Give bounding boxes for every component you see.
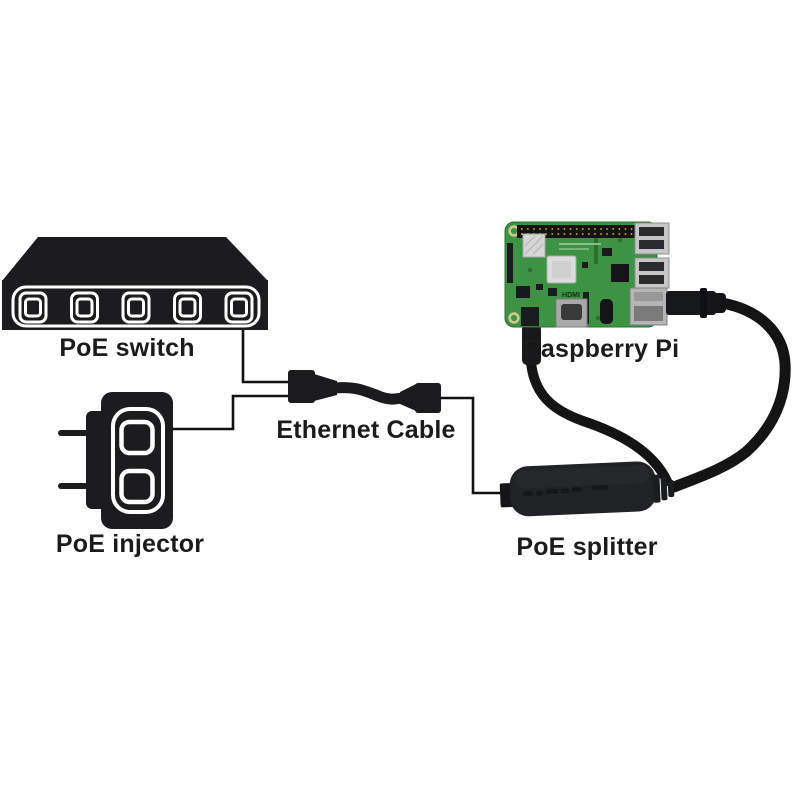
poe-injector-graphic: [58, 392, 173, 529]
injector-body: [101, 392, 173, 529]
line-cable-to-splitter: [441, 396, 506, 495]
cable-right-neck: [400, 384, 416, 411]
hdmi-board-text: HDMI: [562, 292, 580, 299]
switch-port-strip: [11, 285, 261, 328]
label-poe-injector: PoE injector: [55, 530, 205, 558]
injector-port-2: [119, 468, 155, 505]
cable-cord: [333, 382, 405, 405]
label-poe-splitter: PoE splitter: [516, 533, 658, 561]
micro-usb-plug: [522, 324, 541, 365]
switch-port-5: [224, 291, 254, 324]
label-raspberry-pi: Raspberry Pi: [522, 335, 680, 363]
injector-prong-bottom: [58, 483, 88, 489]
switch-port-2: [70, 291, 99, 324]
switch-ports: [18, 291, 254, 324]
usb-port-top: [634, 222, 670, 255]
av-jack: [600, 299, 613, 324]
usb-port-bottom: [634, 257, 670, 289]
poe-switch-graphic: [2, 237, 268, 330]
ethernet-plug: [666, 288, 726, 318]
injector-prong-top: [58, 430, 88, 436]
switch-port-3: [121, 291, 151, 324]
micro-usb-power-cable: [526, 357, 672, 486]
switch-port-4: [173, 291, 202, 324]
hdmi-port: HDMI: [555, 292, 588, 328]
cable-left-neck: [314, 374, 337, 401]
raspberry-pi-graphic: HDMI: [504, 221, 726, 365]
cable-left-connector: [288, 370, 315, 403]
soc-chip: [546, 255, 577, 284]
splitter-strain-relief: [652, 474, 675, 503]
micro-usb-port: [521, 307, 539, 326]
cable-right-connector: [415, 383, 441, 413]
injector-port-1: [119, 419, 155, 456]
splitter-output-cables: [526, 297, 791, 493]
label-ethernet-cable: Ethernet Cable: [276, 416, 456, 444]
lan-chip: [611, 264, 629, 282]
switch-port-1: [18, 291, 48, 324]
connection-lines: [173, 330, 506, 495]
label-poe-switch: PoE switch: [59, 334, 195, 362]
splitter-body-highlight: [515, 465, 650, 489]
ethernet-patch-cable: [668, 297, 791, 493]
poe-splitter-graphic: [499, 461, 675, 517]
wifi-module: [522, 233, 546, 258]
ethernet-port: [629, 287, 668, 326]
splitter-embossed-marks: [523, 484, 608, 496]
line-switch-to-cable: [241, 330, 289, 384]
switch-top-face: [2, 237, 268, 281]
ethernet-cable-graphic: [288, 370, 441, 413]
line-injector-to-cable: [173, 394, 289, 431]
injector-faceplate-outline: [111, 407, 165, 514]
